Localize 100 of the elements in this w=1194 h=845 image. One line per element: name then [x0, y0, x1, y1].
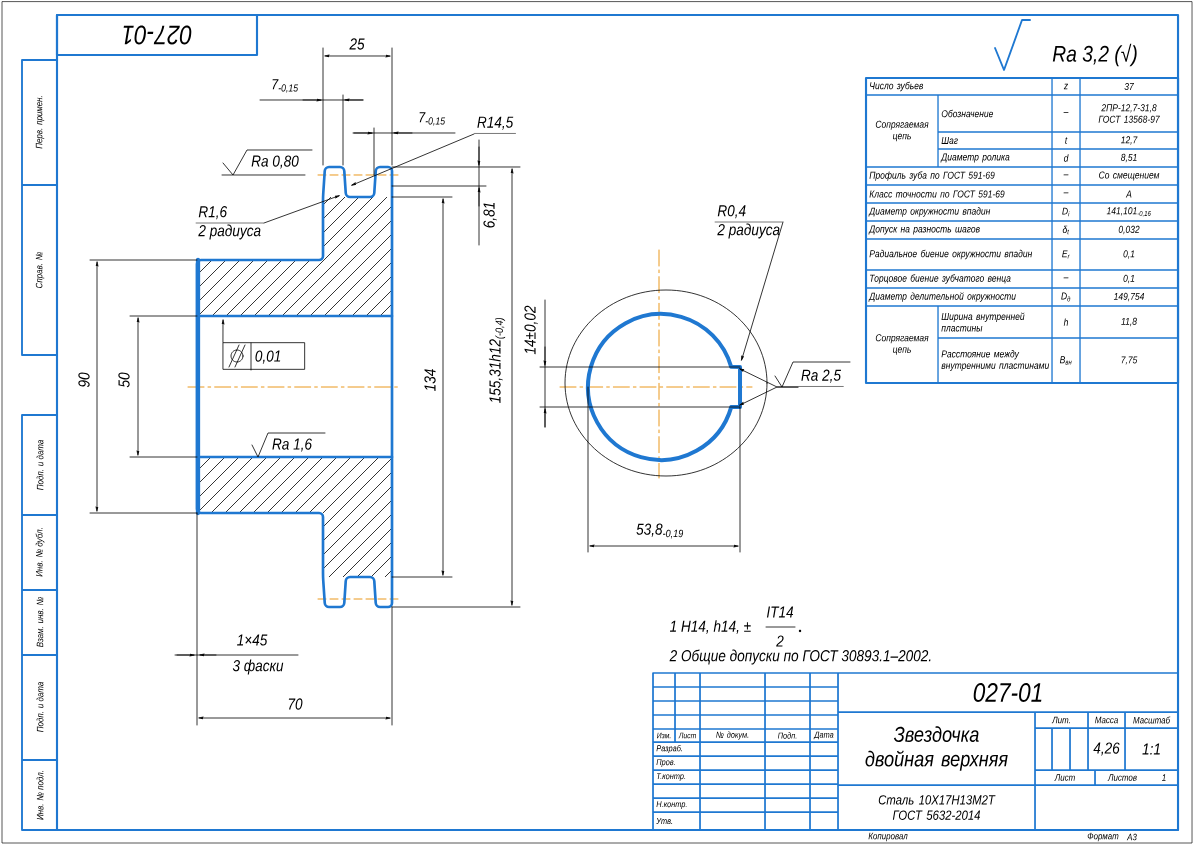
title-block-text: Сталь 10Х17Н13М2Т ГОСТ 5632-2014	[878, 795, 996, 820]
title-block-text: Масштаб	[1133, 716, 1171, 724]
tolerance-frame: 0,01	[222, 342, 306, 371]
dimension-text: 53,8$_{-0,19}$	[636, 523, 684, 539]
table-text: 0,1	[1123, 274, 1135, 284]
table-text: 8,51	[1121, 153, 1137, 163]
table-text: –	[1063, 174, 1069, 176]
callout-text: Ra 2,5	[798, 369, 844, 387]
table-text: D$_{д}$	[1061, 292, 1071, 302]
leader-line	[739, 386, 799, 406]
table-text: 2ПР-12,7-31,8 ГОСТ 13568-97	[1098, 104, 1160, 123]
leader-line	[221, 319, 225, 343]
callout-text: R14,5	[474, 116, 517, 134]
table-text: В$_{вн}$	[1059, 356, 1072, 365]
table-text: Профиль зуба по ГОСТ 591-69	[869, 171, 995, 181]
note-text: 1 H14, h14, ±	[669, 620, 751, 634]
title-block-text: Лист	[1054, 774, 1075, 781]
table-text: D$_{i}$	[1062, 207, 1070, 217]
strip-label: Подп. и дата	[36, 682, 44, 732]
dimension-text: 7$_{-0,15}$	[272, 79, 299, 93]
title-block-text: Лит.	[1051, 716, 1070, 724]
title-block-text: 1:1	[1142, 743, 1160, 755]
table-text: 0,032	[1118, 225, 1140, 235]
strip-label: Взам. инв. №	[36, 597, 44, 648]
title-block-text: Дата	[813, 731, 834, 740]
table-text: Торцовое биение зубчатого венца	[870, 274, 1011, 284]
roughness-text: Ra 3,2 (√)	[1052, 43, 1137, 67]
table-text: δ$_{t}$	[1062, 225, 1070, 235]
title-block-text: Изм.	[656, 732, 671, 739]
table-text: Обозначение	[941, 109, 994, 118]
dimension-text: 134	[424, 369, 436, 391]
table-text: Число зубьев	[870, 81, 924, 92]
strip-label: Инв. № подл.	[36, 771, 44, 820]
table-text: d	[1063, 154, 1069, 162]
title-block-text: Копировал	[868, 832, 908, 842]
table-text: E$_{r}$	[1062, 250, 1070, 259]
title-block-text: Масса	[1095, 716, 1118, 724]
dimension-text: 14±0,02	[524, 305, 538, 355]
dimension-text: 25	[349, 38, 365, 50]
table-text: А	[1125, 190, 1132, 198]
table-text: Шаг	[941, 137, 958, 144]
strip-label: Перв. примен.	[35, 96, 45, 149]
title-block-text: Пров.	[656, 759, 675, 767]
title-block-text: № докум.	[716, 731, 749, 740]
table-text: 149,754	[1113, 292, 1145, 302]
note-text: 2 Общие допуски по ГОСТ 30893.1–2002.	[669, 649, 931, 665]
dimension-text: 6,81	[483, 202, 497, 228]
title-block-text: 1	[1162, 774, 1166, 781]
callout-text: R0,4 2 радиуса	[714, 205, 783, 239]
title-block-text: Утв.	[656, 818, 673, 825]
table-text: t	[1065, 137, 1068, 144]
table-text: Диаметр окружности впадин	[868, 207, 991, 217]
title-block-text: Н.контр.	[656, 801, 687, 809]
title-block-text: 027-01	[973, 683, 1042, 702]
strip-label: Подп. и дата	[36, 440, 44, 490]
dimension-text: 50	[118, 372, 130, 388]
strip-label: Инв. № дубл.	[35, 528, 45, 577]
dimension-text: 7$_{-0,15}$	[419, 112, 446, 126]
table-text: Допуск на разность шагов	[868, 225, 980, 235]
table-text: Ширина внутренней пластины	[941, 312, 1025, 332]
dimension-text: 70	[288, 698, 303, 710]
table-text: Со смещением	[1099, 171, 1160, 181]
title-block-text: Листов	[1107, 774, 1137, 781]
title-block-text: А3	[1126, 833, 1137, 841]
title-block-text: Формат	[1087, 832, 1119, 842]
dimension-text: 155,31h12$_{(-0,4)}$	[488, 317, 506, 403]
table-text: 141,101$_{-0,16}$	[1106, 207, 1151, 217]
table-text: 7,75	[1121, 356, 1138, 365]
callout-text: R1,6 2 радиуса	[195, 206, 264, 240]
title-block-text: Т.контр.	[656, 773, 686, 781]
leader-line	[263, 195, 340, 224]
title-block-text: 4,26	[1093, 742, 1120, 756]
dimension-text: 3 фаски	[232, 659, 284, 675]
title-block-text: Звездочка двойная верхняя	[865, 726, 1008, 771]
strip-label: Справ. №	[35, 251, 45, 288]
table-text: h	[1063, 318, 1068, 326]
title-block-text: Разраб.	[656, 744, 683, 754]
table-text: Сопрягаемая цепь	[875, 334, 929, 355]
table-text: Радиальное биение окружности впадин	[869, 249, 1033, 260]
table-text: 0,1	[1123, 250, 1135, 259]
table-text: Диаметр ролика	[940, 153, 1010, 163]
table-text: Расстояние между внутренними пластинами	[941, 350, 1050, 371]
dimension-text: 90	[78, 372, 90, 388]
title-block-text: Подп.	[777, 732, 797, 739]
leader-line	[741, 221, 784, 361]
table-text: z	[1063, 83, 1068, 90]
roughness-text: Ra 1,6	[272, 438, 312, 452]
note-text: 2	[776, 635, 784, 647]
table-text: Класс точности по ГОСТ 591-69	[869, 190, 1005, 198]
dimension-text: 1×45	[237, 634, 268, 646]
table-text: 11,8	[1121, 317, 1137, 327]
table-text: –	[1063, 277, 1069, 279]
table-text: –	[1063, 112, 1069, 113]
table-text: Сопрягаемая цепь	[875, 120, 929, 142]
table-text: Диаметр делительной окружности	[868, 292, 1016, 302]
table-text: 37	[1124, 82, 1134, 91]
roughness-text: Ra 0,80	[251, 155, 299, 169]
note-text: IT14	[766, 606, 794, 618]
title-block-text: Лист	[678, 732, 696, 739]
table-text: 12,7	[1121, 136, 1138, 145]
